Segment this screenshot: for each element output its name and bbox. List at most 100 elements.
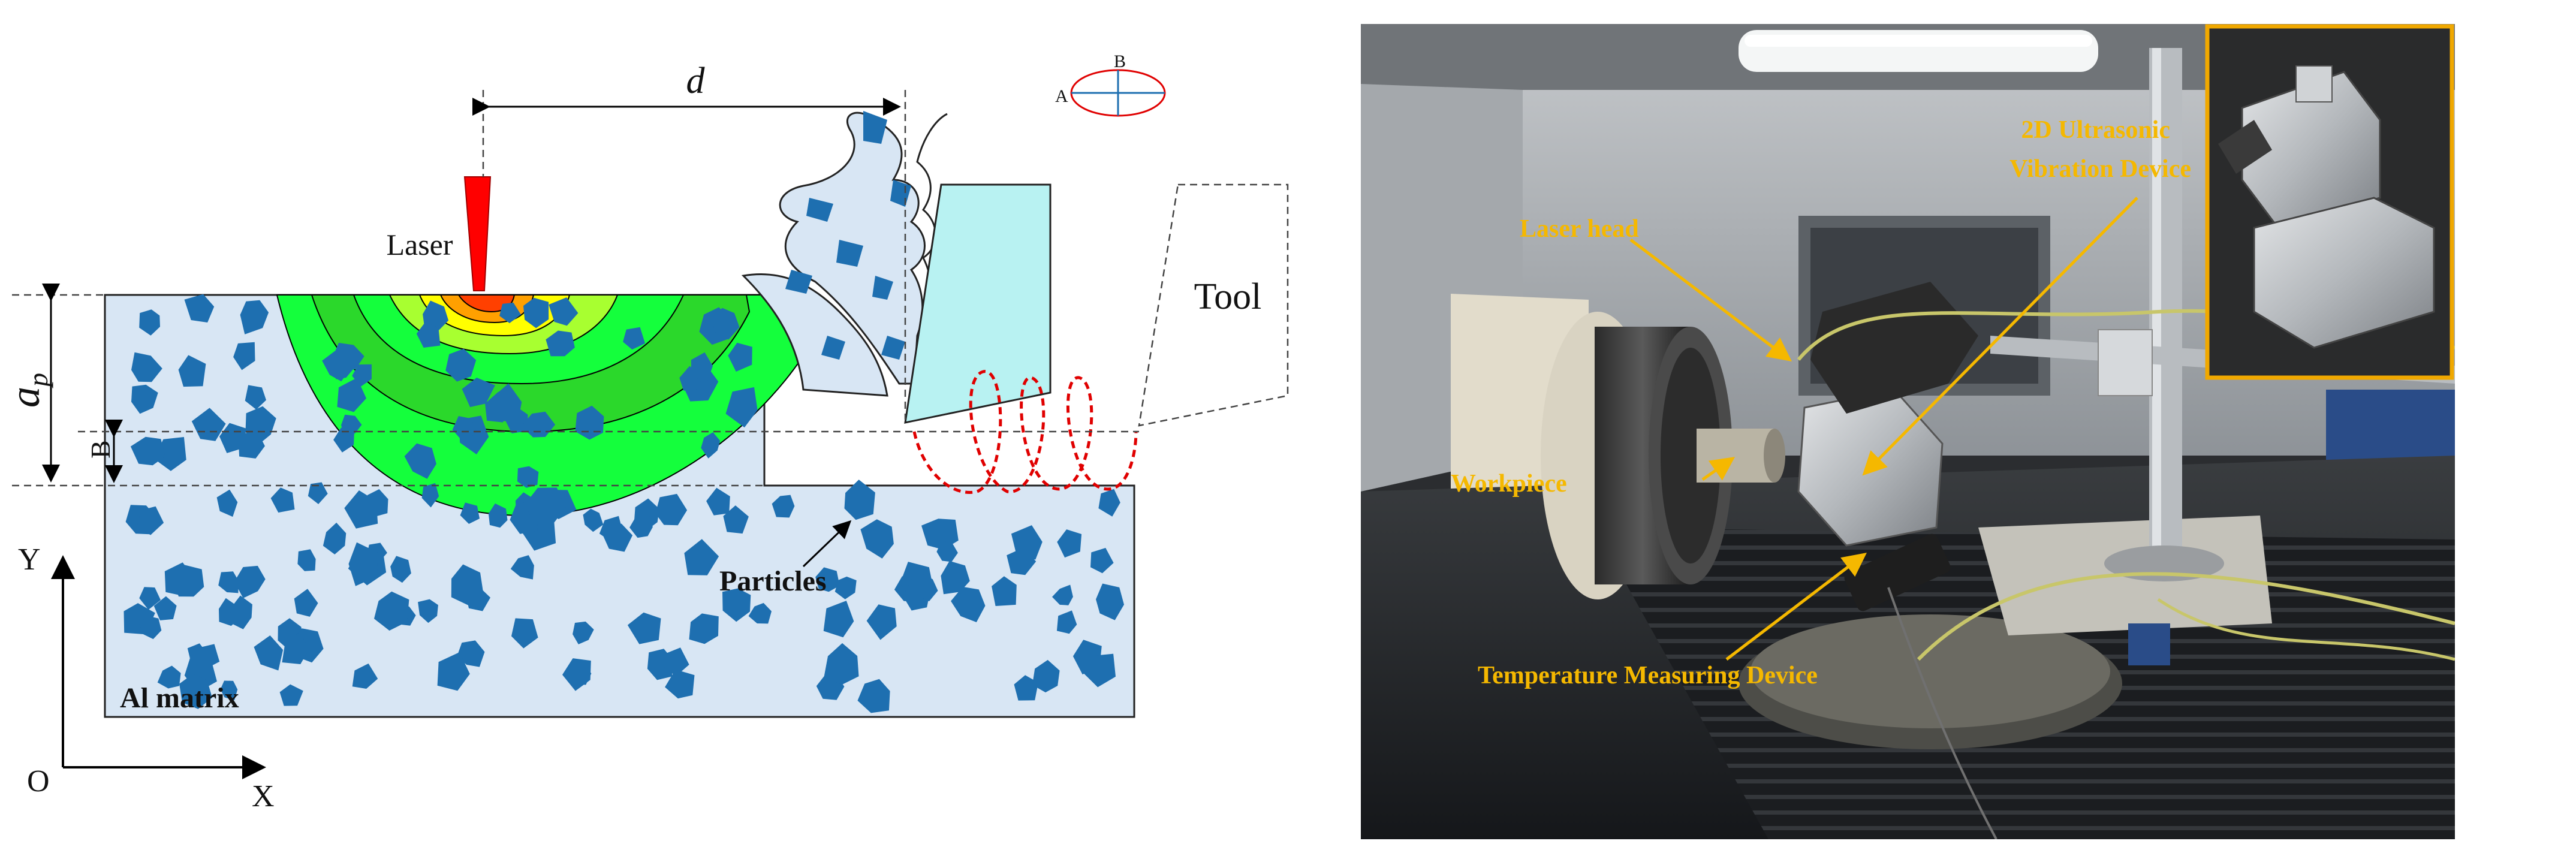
temperature-device-label: Temperature Measuring Device bbox=[1478, 662, 1818, 689]
photo-annotation-arrows bbox=[1629, 197, 2138, 661]
particle bbox=[916, 574, 938, 602]
particle bbox=[462, 378, 495, 408]
particle bbox=[254, 635, 284, 671]
particle bbox=[460, 502, 480, 524]
particle bbox=[245, 385, 266, 410]
particle bbox=[1098, 489, 1120, 517]
inset-border bbox=[2205, 24, 2454, 380]
spindle-chuck bbox=[1541, 312, 1733, 599]
particle bbox=[1014, 675, 1038, 701]
particle bbox=[921, 519, 959, 550]
particle bbox=[153, 596, 177, 620]
particle bbox=[282, 632, 309, 664]
particle bbox=[279, 684, 303, 706]
particle bbox=[485, 391, 512, 423]
particle bbox=[1096, 583, 1124, 620]
particle bbox=[179, 674, 212, 709]
particle bbox=[951, 586, 986, 622]
particle bbox=[706, 487, 730, 516]
depth-ap-symbol: a bbox=[2, 387, 49, 408]
particle bbox=[1057, 529, 1082, 558]
particle bbox=[404, 443, 436, 479]
particle bbox=[866, 604, 897, 640]
particle bbox=[352, 663, 378, 689]
particle bbox=[297, 549, 316, 571]
particle bbox=[216, 489, 238, 517]
particle bbox=[725, 387, 758, 428]
vibration-device-label-line1: 2D Ultrasonic bbox=[2021, 116, 2170, 144]
particle bbox=[629, 515, 653, 538]
particle bbox=[270, 487, 295, 513]
particle bbox=[722, 588, 751, 622]
particle bbox=[824, 643, 859, 685]
particle bbox=[627, 612, 661, 644]
particle bbox=[344, 490, 378, 529]
particle bbox=[421, 483, 439, 508]
particle bbox=[748, 602, 772, 624]
particle bbox=[1032, 659, 1060, 693]
workpiece-label: Workpiece bbox=[1451, 470, 1567, 498]
tool-label: Tool bbox=[1194, 276, 1262, 317]
particle bbox=[711, 308, 740, 340]
particle bbox=[416, 321, 441, 348]
particle bbox=[294, 589, 318, 617]
particle bbox=[511, 618, 538, 649]
particle bbox=[844, 480, 875, 520]
ellipse-b-label: B bbox=[1114, 52, 1126, 71]
particle bbox=[684, 539, 719, 575]
particle bbox=[655, 493, 688, 526]
particle bbox=[523, 297, 549, 328]
particle bbox=[857, 679, 890, 713]
particle bbox=[137, 506, 164, 535]
particle bbox=[603, 522, 633, 552]
particle bbox=[308, 482, 328, 504]
particle bbox=[234, 565, 266, 598]
particle bbox=[510, 555, 534, 580]
particle bbox=[348, 542, 378, 586]
particle bbox=[488, 503, 508, 528]
particle bbox=[332, 342, 364, 372]
particle bbox=[238, 430, 265, 459]
particle bbox=[1052, 584, 1073, 605]
particle bbox=[233, 342, 255, 370]
particle bbox=[823, 601, 854, 638]
particle bbox=[573, 621, 594, 644]
ellipse-a-label: A bbox=[1055, 86, 1068, 106]
particle bbox=[333, 427, 354, 453]
vibration-path bbox=[912, 370, 1138, 494]
depth-ap-label: ap bbox=[2, 373, 53, 408]
particle bbox=[728, 342, 752, 372]
particle bbox=[562, 658, 591, 691]
temperature-sensor bbox=[1844, 534, 1951, 611]
particle bbox=[451, 564, 484, 605]
particle bbox=[992, 576, 1017, 606]
reinforcement-particles bbox=[123, 294, 1124, 713]
particle bbox=[689, 613, 719, 644]
particle bbox=[240, 300, 269, 334]
particle bbox=[941, 560, 970, 595]
particle bbox=[184, 294, 215, 322]
particle bbox=[157, 665, 181, 689]
laser-head-label: Laser head bbox=[1520, 215, 1639, 243]
particle bbox=[517, 466, 539, 488]
particle bbox=[130, 436, 165, 466]
particle bbox=[178, 355, 206, 387]
vibration-device-label-line2: Vibration Device bbox=[2009, 155, 2191, 183]
particle bbox=[860, 519, 894, 559]
cutting-tool-outline bbox=[1138, 183, 1289, 427]
particle bbox=[549, 297, 579, 326]
particle bbox=[220, 680, 238, 701]
particle bbox=[691, 352, 713, 382]
particle bbox=[1056, 610, 1077, 634]
vibration-device-inset bbox=[2205, 24, 2454, 380]
particle bbox=[723, 505, 749, 534]
particle bbox=[390, 556, 411, 583]
particle bbox=[499, 302, 521, 324]
distance-d-label: d bbox=[686, 61, 706, 101]
particle bbox=[164, 562, 196, 596]
particle bbox=[323, 522, 347, 554]
x-axis-label: X bbox=[252, 779, 275, 813]
particle bbox=[337, 378, 366, 412]
particle bbox=[138, 616, 162, 640]
